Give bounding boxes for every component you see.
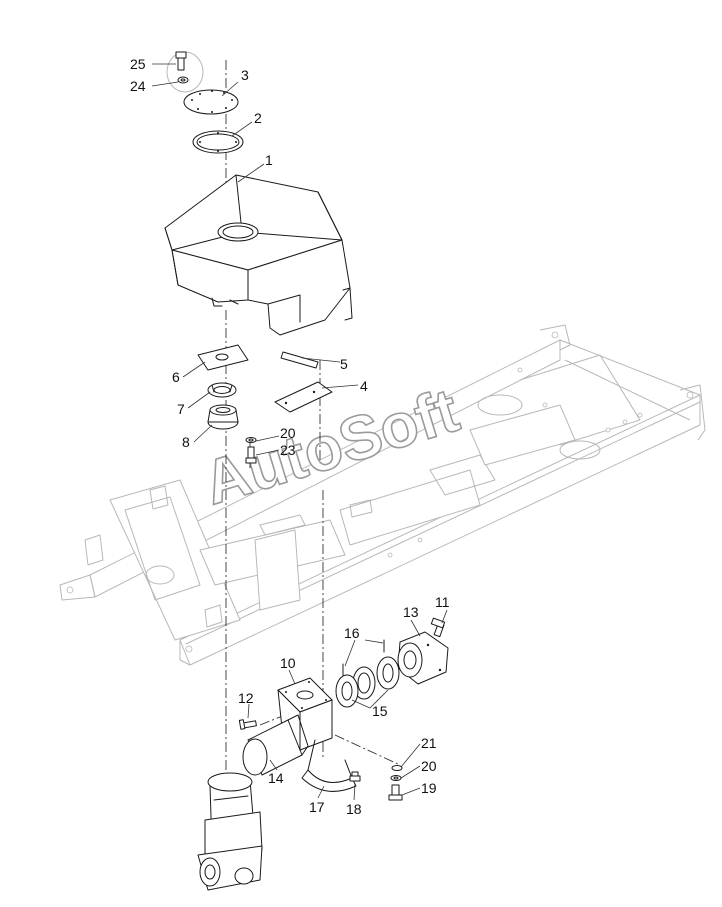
callout-11: 11 (435, 594, 450, 610)
callout-labels: 25 24 3 2 1 5 4 6 7 8 20 23 11 13 16 15 … (130, 56, 450, 817)
callout-16: 16 (344, 625, 360, 641)
callout-8: 8 (182, 434, 190, 450)
part-3-cover-plate (183, 89, 239, 115)
callout-24: 24 (130, 78, 146, 94)
part-25-bolt-and-24-washer (166, 51, 204, 93)
part-2-gasket (192, 130, 244, 154)
part-6-plate (197, 344, 249, 371)
callout-15: 15 (372, 703, 388, 719)
callout-4: 4 (360, 378, 368, 394)
callout-20-bottom: 20 (421, 758, 437, 774)
part-15-coupling (335, 656, 400, 708)
pump-assembly (197, 772, 263, 891)
part-4-pad (274, 381, 333, 413)
part-14-motor (242, 714, 309, 776)
callout-7: 7 (177, 401, 185, 417)
part-12-bolt (238, 719, 257, 730)
callout-12: 12 (238, 690, 254, 706)
vehicle-frame (59, 324, 706, 666)
callout-17: 17 (309, 799, 325, 815)
callout-6: 6 (172, 369, 180, 385)
callout-2: 2 (254, 110, 262, 126)
callout-3: 3 (241, 67, 249, 83)
callout-10: 10 (280, 655, 296, 671)
callout-13: 13 (403, 604, 419, 620)
part-13-coupling-housing (397, 631, 449, 685)
part-8-flange-nut (207, 404, 239, 430)
callout-23: 23 (280, 442, 296, 458)
callout-19: 19 (421, 780, 437, 796)
callout-20-top: 20 (280, 425, 296, 441)
leader-lines (151, 63, 448, 801)
part-20-23-bolt-washer (245, 437, 257, 464)
callout-5: 5 (340, 356, 348, 372)
part-7-ring (207, 382, 237, 398)
callout-25: 25 (130, 56, 146, 72)
part-11-bolt (430, 617, 446, 638)
part-17-strap (301, 739, 357, 792)
part-10-gearbox (277, 677, 333, 751)
callout-21: 21 (421, 735, 437, 751)
part-18-bolt (349, 771, 361, 782)
callout-1: 1 (265, 152, 273, 168)
part-16-pins (342, 639, 385, 677)
part-19-20-21-fasteners (388, 765, 403, 801)
callout-14: 14 (268, 770, 284, 786)
callout-18: 18 (346, 801, 362, 817)
part-5-strip (280, 351, 319, 369)
part-1-fuel-tank (164, 174, 353, 336)
